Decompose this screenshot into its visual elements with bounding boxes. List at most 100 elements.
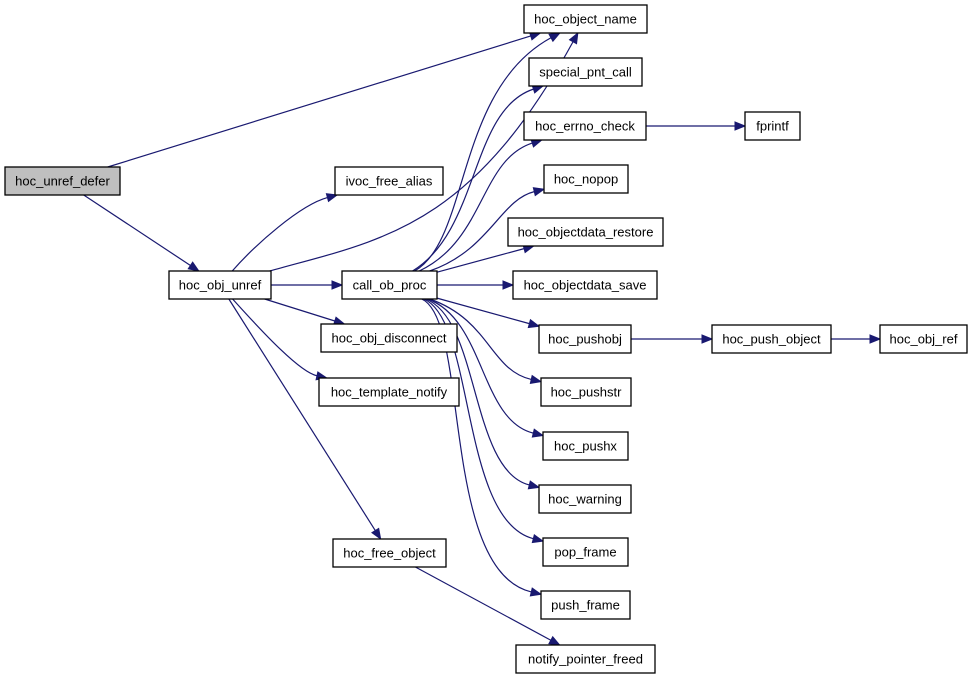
edge-call-ob-proc-to-hoc-pushx (427, 298, 534, 434)
edge-call-ob-proc-to-hoc-pushstr (429, 298, 532, 381)
node-label: hoc_unref_defer (15, 174, 110, 189)
node-box (320, 323, 458, 353)
arrowhead-icon (548, 32, 561, 43)
node-label: hoc_obj_unref (179, 278, 262, 293)
arrowhead-icon (331, 280, 344, 290)
node-label: pop_frame (554, 545, 616, 560)
node-hoc-free-object[interactable]: hoc_free_object (332, 538, 447, 568)
node-box (542, 537, 629, 567)
edge-hoc-free-object-to-notify-pointer-freed (415, 566, 552, 641)
edge-hoc-obj-unref-to-hoc-object-name (269, 41, 574, 272)
arrowhead-icon (568, 31, 579, 45)
arrowhead-icon (527, 318, 541, 329)
arrowhead-icon (325, 193, 339, 203)
node-label: hoc_object_name (534, 12, 637, 27)
edge-call-ob-proc-to-special-pnt-call (412, 88, 534, 272)
edge-hoc-obj-unref-to-hoc-free-object (228, 298, 376, 531)
edge-call-ob-proc-to-hoc-pushobj (436, 297, 530, 325)
node-special-pnt-call[interactable]: special_pnt_call (528, 57, 643, 87)
node-fprintf[interactable]: fprintf (744, 111, 801, 141)
node-box (4, 166, 121, 196)
node-hoc-warning[interactable]: hoc_warning (538, 484, 632, 514)
arrowhead-icon (734, 121, 747, 131)
edges-layer (83, 31, 882, 646)
node-notify-pointer-freed[interactable]: notify_pointer_freed (515, 644, 656, 674)
arrowhead-icon (371, 527, 382, 541)
node-label: hoc_nopop (554, 172, 618, 187)
node-label: fprintf (756, 119, 789, 134)
node-hoc-pushx[interactable]: hoc_pushx (542, 431, 629, 461)
node-ivoc-free-alias[interactable]: ivoc_free_alias (334, 166, 444, 196)
arrowhead-icon (527, 480, 541, 490)
node-hoc-pushstr[interactable]: hoc_pushstr (540, 377, 632, 407)
node-hoc-pushobj[interactable]: hoc_pushobj (538, 324, 632, 354)
edge-hoc-unref-defer-to-hoc-obj-unref (83, 194, 191, 266)
node-hoc-obj-unref[interactable]: hoc_obj_unref (168, 270, 272, 300)
node-box (528, 57, 643, 87)
node-hoc-objectdata-save[interactable]: hoc_objectdata_save (512, 270, 658, 300)
node-call-ob-proc[interactable]: call_ob_proc (341, 270, 438, 300)
arrowhead-icon (187, 261, 200, 272)
node-box (543, 164, 629, 194)
node-hoc-unref-defer[interactable]: hoc_unref_defer (4, 166, 121, 196)
node-box (341, 270, 438, 300)
edge-call-ob-proc-to-push-frame (421, 298, 532, 593)
arrowhead-icon (701, 334, 714, 344)
node-box (334, 166, 444, 196)
node-box (168, 270, 272, 300)
node-box (711, 324, 832, 354)
node-hoc-push-object[interactable]: hoc_push_object (711, 324, 832, 354)
arrowhead-icon (529, 374, 543, 384)
nodes-layer: hoc_unref_defer hoc_obj_unref ivoc_free_al… (4, 4, 968, 674)
node-label: ivoc_free_alias (346, 174, 433, 189)
node-label: hoc_pushx (554, 439, 617, 454)
node-box (318, 377, 460, 407)
arrowhead-icon (869, 334, 882, 344)
arrowhead-icon (531, 428, 545, 438)
node-box (542, 431, 629, 461)
node-box (512, 270, 658, 300)
node-label: hoc_pushstr (551, 385, 622, 400)
edge-call-ob-proc-to-hoc-nopop (429, 191, 535, 272)
node-label: call_ob_proc (353, 278, 427, 293)
node-pop-frame[interactable]: pop_frame (542, 537, 629, 567)
node-label: hoc_warning (548, 492, 622, 507)
node-box (332, 538, 447, 568)
node-box (879, 324, 968, 354)
node-box (540, 590, 631, 620)
edge-call-ob-proc-to-hoc-warning (425, 298, 530, 486)
node-box (538, 484, 632, 514)
node-hoc-obj-ref[interactable]: hoc_obj_ref (879, 324, 968, 354)
node-label: hoc_template_notify (331, 385, 448, 400)
node-label: hoc_free_object (343, 546, 436, 561)
node-label: hoc_push_object (722, 332, 821, 347)
edge-hoc-unref-defer-to-hoc-object-name (107, 35, 531, 168)
node-box (523, 111, 647, 141)
node-box (538, 324, 632, 354)
node-box (744, 111, 801, 141)
edge-call-ob-proc-to-pop-frame (423, 298, 534, 540)
edge-hoc-obj-unref-to-hoc-template-notify (232, 298, 318, 377)
arrowhead-icon (532, 187, 546, 197)
node-push-frame[interactable]: push_frame (540, 590, 631, 620)
node-label: hoc_objectdata_save (524, 278, 647, 293)
edge-hoc-obj-unref-to-hoc-obj-disconnect (264, 298, 335, 322)
node-hoc-errno-check[interactable]: hoc_errno_check (523, 111, 647, 141)
node-label: hoc_obj_ref (890, 332, 958, 347)
node-hoc-template-notify[interactable]: hoc_template_notify (318, 377, 460, 407)
node-hoc-obj-disconnect[interactable]: hoc_obj_disconnect (320, 323, 458, 353)
node-box (523, 4, 648, 34)
node-box (507, 217, 664, 247)
node-hoc-objectdata-restore[interactable]: hoc_objectdata_restore (507, 217, 664, 247)
arrowhead-icon (502, 280, 515, 290)
node-hoc-object-name[interactable]: hoc_object_name (523, 4, 648, 34)
node-label: special_pnt_call (539, 65, 632, 80)
edge-call-ob-proc-to-hoc-objectdata-restore (436, 248, 525, 273)
node-label: notify_pointer_freed (528, 652, 643, 667)
node-label: push_frame (551, 598, 620, 613)
edge-call-ob-proc-to-hoc-errno-check (418, 142, 533, 272)
node-label: hoc_pushobj (548, 332, 622, 347)
node-hoc-nopop[interactable]: hoc_nopop (543, 164, 629, 194)
node-box (540, 377, 632, 407)
